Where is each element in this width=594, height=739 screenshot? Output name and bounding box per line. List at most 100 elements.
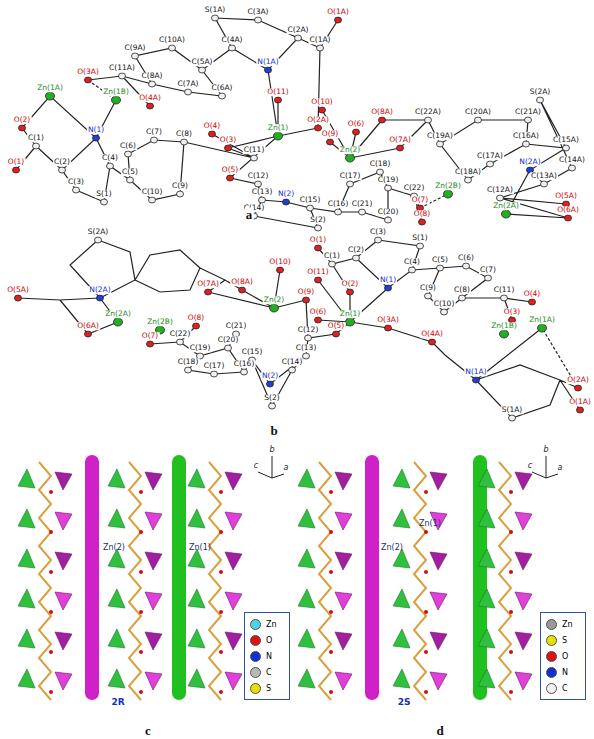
legend-text: N: [266, 652, 272, 661]
atom-ellipse: [169, 45, 176, 51]
atom-label: N(1): [379, 276, 397, 284]
zn-tetrahedron: [515, 632, 532, 650]
atom-label: C(14): [281, 358, 304, 366]
zn-tetrahedron: [55, 672, 72, 690]
oxygen-dot: [219, 690, 223, 694]
oxygen-dot: [329, 690, 333, 694]
atom-ellipse: [315, 225, 322, 231]
zn-tetrahedron: [108, 629, 125, 648]
atom-label: C(3): [369, 228, 387, 236]
legend-text: Zn: [562, 620, 573, 629]
legend-row: N: [541, 664, 585, 680]
atom-label: O(3A): [376, 316, 400, 324]
atom-label: C(20): [217, 336, 240, 344]
chirality-label: 2R: [110, 698, 125, 707]
atom-label: C(8): [453, 286, 471, 294]
atom-label: O(5): [221, 166, 240, 174]
atom-label: C(2A): [287, 26, 310, 34]
atom-ellipse: [270, 304, 279, 312]
legend-row: C: [245, 664, 289, 680]
zn-tetrahedron: [515, 512, 532, 530]
atom-ellipse: [255, 181, 262, 187]
atom-label: C(18): [369, 160, 392, 168]
legend-row: Zn: [541, 616, 585, 632]
atom-label: N(1): [87, 126, 105, 134]
atom-ellipse: [199, 67, 206, 73]
atom-label: Zn(1B): [102, 88, 130, 96]
oxygen-dot: [139, 610, 143, 614]
atom-label: C(15): [241, 348, 264, 356]
atom-label: O(1): [309, 236, 328, 244]
atom-label: N(2A): [88, 286, 111, 294]
atom-label: C(17): [203, 362, 226, 370]
legend-text: N: [562, 668, 568, 677]
atom-label: C(2): [347, 246, 365, 254]
atom-label: O(4): [203, 122, 222, 130]
metal-label: Zn(2): [102, 544, 126, 552]
atom-ellipse: [46, 92, 55, 100]
atom-ellipse: [225, 345, 232, 351]
oxygen-dot: [509, 570, 513, 574]
atom-ellipse: [289, 367, 296, 373]
oxygen-dot: [219, 490, 223, 494]
panel-letter: c: [144, 724, 152, 737]
legend-text: C: [266, 668, 272, 677]
atom-label: C(22): [169, 330, 192, 338]
zn-tetrahedron: [55, 632, 72, 650]
oxygen-dot: [424, 690, 428, 694]
atom-ellipse: [193, 323, 200, 329]
atom-label: C(5A): [191, 58, 214, 66]
atom-ellipse: [437, 141, 444, 147]
atom-label: O(3A): [76, 68, 100, 76]
atom-ellipse: [132, 53, 139, 59]
atom-label: Zn(2): [339, 146, 362, 154]
atom-ellipse: [101, 199, 108, 205]
atom-label: Zn(1): [339, 310, 362, 318]
legend-row: O: [245, 632, 289, 648]
atom-label: N(2A): [518, 158, 541, 166]
atom-ellipse: [315, 317, 322, 323]
atom-ellipse: [487, 161, 494, 167]
zn-tetrahedron: [145, 512, 162, 530]
zn-tetrahedron: [478, 509, 495, 528]
legend-swatch: [250, 619, 261, 630]
atom-label: N(2): [261, 372, 279, 380]
oxygen-dot: [424, 610, 428, 614]
atom-label: C(21): [225, 322, 248, 330]
atom-label: O(3): [503, 308, 522, 316]
atom-label: O(7): [141, 332, 160, 340]
atom-label: O(8A): [370, 108, 394, 116]
axis-label: b: [268, 446, 275, 454]
atom-ellipse: [265, 67, 272, 73]
axis-label: c: [527, 462, 533, 470]
atom-label: C(15): [299, 196, 322, 204]
axis-arrows: [258, 456, 558, 478]
zn-tetrahedron: [225, 592, 242, 610]
atom-label: N(2): [277, 190, 295, 198]
atom-label: O(2A): [566, 376, 590, 384]
metal-label: Zn(1): [418, 520, 442, 528]
atom-ellipse: [303, 297, 310, 303]
zn-tetrahedron: [478, 629, 495, 648]
atom-label: O(6A): [556, 206, 580, 214]
atom-label: C(17): [339, 172, 362, 180]
zn-tetrahedron: [478, 669, 495, 688]
atom-label: C(1): [27, 134, 45, 142]
atom-label: C(22): [403, 184, 426, 192]
atom-ellipse: [211, 371, 218, 377]
zn-tetrahedron: [393, 509, 410, 528]
atom-label: C(7): [145, 128, 163, 136]
atom-ellipse: [315, 277, 322, 283]
legend-swatch: [250, 683, 261, 694]
atom-label: C(1): [323, 252, 341, 260]
atom-ellipse: [305, 335, 312, 341]
atom-label: N(1A): [256, 58, 279, 66]
metal-label: Zn(1): [188, 544, 212, 552]
atom-ellipse: [497, 195, 504, 201]
atom-label: C(5): [431, 256, 449, 264]
zn-tetrahedron: [225, 552, 242, 570]
zn-tetrahedron: [18, 469, 35, 488]
atom-ellipses: [13, 15, 584, 421]
atom-label: C(6): [457, 254, 475, 262]
